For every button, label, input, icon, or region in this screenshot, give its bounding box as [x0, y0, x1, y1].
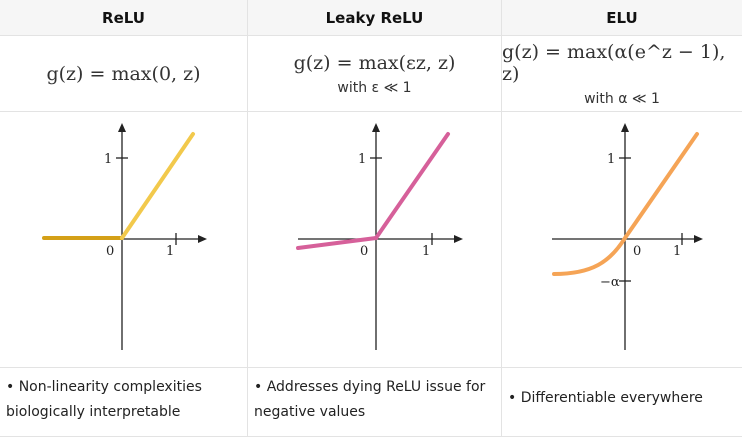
- y-axis-arrow: [621, 123, 629, 132]
- plot-elu: 0 1 1 −α: [552, 123, 703, 350]
- elu-curve: [552, 132, 699, 276]
- relu-positive-segment: [120, 132, 195, 240]
- formula-elu: g(z) = max(α(e^z − 1), z) with α ≪ 1: [502, 36, 742, 112]
- description-elu: • Differentiable everywhere: [502, 368, 742, 437]
- y-tick-label-1: 1: [358, 152, 366, 167]
- formula-leaky-relu-equation: g(z) = max(εz, z): [293, 51, 456, 74]
- x-tick-label-0: 0: [360, 244, 368, 259]
- x-axis-arrow: [198, 235, 207, 243]
- description-relu: • Non-linearity complexities biologicall…: [0, 368, 248, 437]
- description-leaky-relu-line-2: negative values: [254, 404, 366, 420]
- y-axis-arrow: [372, 123, 380, 132]
- header-relu: ReLU: [0, 0, 248, 36]
- formula-leaky-relu: g(z) = max(εz, z) with ε ≪ 1: [248, 36, 502, 112]
- y-axis-arrow: [118, 123, 126, 132]
- formula-elu-condition: with α ≪ 1: [584, 90, 660, 107]
- y-tick-label-1: 1: [607, 152, 615, 167]
- description-elu-line-1: • Differentiable everywhere: [508, 390, 703, 406]
- plot-cell-elu: 0 1 1 −α: [502, 112, 742, 368]
- formula-leaky-relu-condition: with ε ≪ 1: [337, 79, 412, 96]
- x-axis-arrow: [694, 235, 703, 243]
- formula-elu-equation: g(z) = max(α(e^z − 1), z): [502, 40, 726, 85]
- description-relu-line-2: biologically interpretable: [6, 404, 181, 420]
- leaky-negative-segment: [296, 236, 378, 250]
- x-tick-label-1: 1: [673, 244, 681, 259]
- description-leaky-relu-line-1: • Addresses dying ReLU issue for: [254, 379, 486, 395]
- x-tick-label-1: 1: [166, 244, 174, 259]
- x-tick-label-0: 0: [106, 244, 114, 259]
- plot-cell-leaky-relu: 0 1 1: [248, 112, 502, 368]
- plot-leaky-relu: 0 1 1: [296, 123, 463, 350]
- y-tick-label-neg-alpha: −α: [600, 275, 620, 290]
- plot-relu: 0 1 1: [42, 123, 207, 350]
- header-elu: ELU: [502, 0, 742, 36]
- description-leaky-relu: • Addresses dying ReLU issue for negativ…: [248, 368, 502, 437]
- formula-relu: g(z) = max(0, z): [0, 36, 248, 112]
- header-leaky-relu: Leaky ReLU: [248, 0, 502, 36]
- x-tick-label-0: 0: [633, 244, 641, 259]
- x-axis-arrow: [454, 235, 463, 243]
- leaky-positive-segment: [374, 132, 450, 240]
- x-tick-label-1: 1: [422, 244, 430, 259]
- plot-cell-relu: 0 1 1: [0, 112, 248, 368]
- y-tick-label-1: 1: [104, 152, 112, 167]
- description-relu-line-1: • Non-linearity complexities: [6, 379, 202, 395]
- formula-relu-equation: g(z) = max(0, z): [46, 62, 201, 85]
